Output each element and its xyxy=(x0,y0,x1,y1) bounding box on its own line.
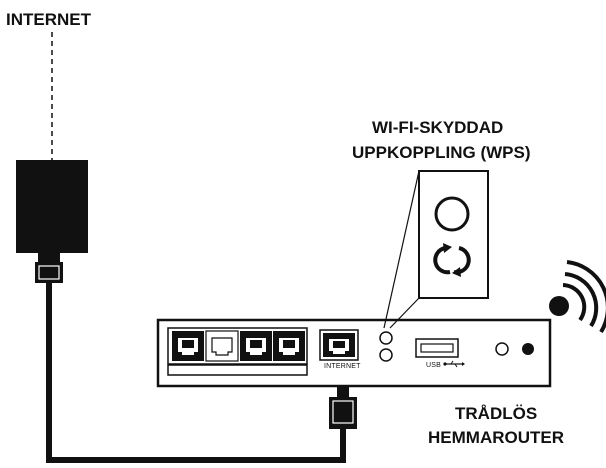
modem-box xyxy=(16,160,88,253)
callout-line-left xyxy=(383,170,420,329)
modem-plug-inner xyxy=(38,265,60,280)
internet-port xyxy=(319,329,359,361)
wps-zoom-led xyxy=(434,196,470,232)
wps-zoom-box xyxy=(418,170,489,299)
wps-label-line2: UPPKOPPLING (WPS) xyxy=(352,143,531,162)
ethernet-cable xyxy=(46,283,346,463)
callout-line-right xyxy=(389,297,420,329)
wps-label-line1: WI-FI-SKYDDAD xyxy=(372,118,504,137)
modem-plug xyxy=(35,262,63,283)
router-label-line1: TRÅDLÖS xyxy=(455,404,538,423)
wps-power-icon xyxy=(433,243,471,277)
usb-port-label: USB xyxy=(426,362,441,369)
router-plug xyxy=(329,397,357,429)
wifi-signal-icon xyxy=(549,260,606,334)
lan-port-2 xyxy=(205,330,239,362)
router-plug-inner xyxy=(332,400,354,424)
router-label-line2: HEMMAROUTER xyxy=(428,428,564,447)
power-led xyxy=(522,343,534,355)
lan-label-strip xyxy=(167,364,308,376)
lan-port-1 xyxy=(172,331,204,361)
status-led xyxy=(495,342,509,356)
usb-icon xyxy=(443,360,465,368)
wps-led-top xyxy=(379,331,393,345)
wps-led-bottom xyxy=(379,348,393,362)
lan-ports xyxy=(172,330,305,362)
modem-plug-neck xyxy=(38,253,60,263)
lan-port-4 xyxy=(273,331,305,361)
usb-port xyxy=(415,338,459,358)
lan-port-3 xyxy=(240,331,272,361)
router-plug-neck xyxy=(337,386,349,398)
internet-port-label: INTERNET xyxy=(324,363,361,370)
internet-label: INTERNET xyxy=(6,10,91,29)
